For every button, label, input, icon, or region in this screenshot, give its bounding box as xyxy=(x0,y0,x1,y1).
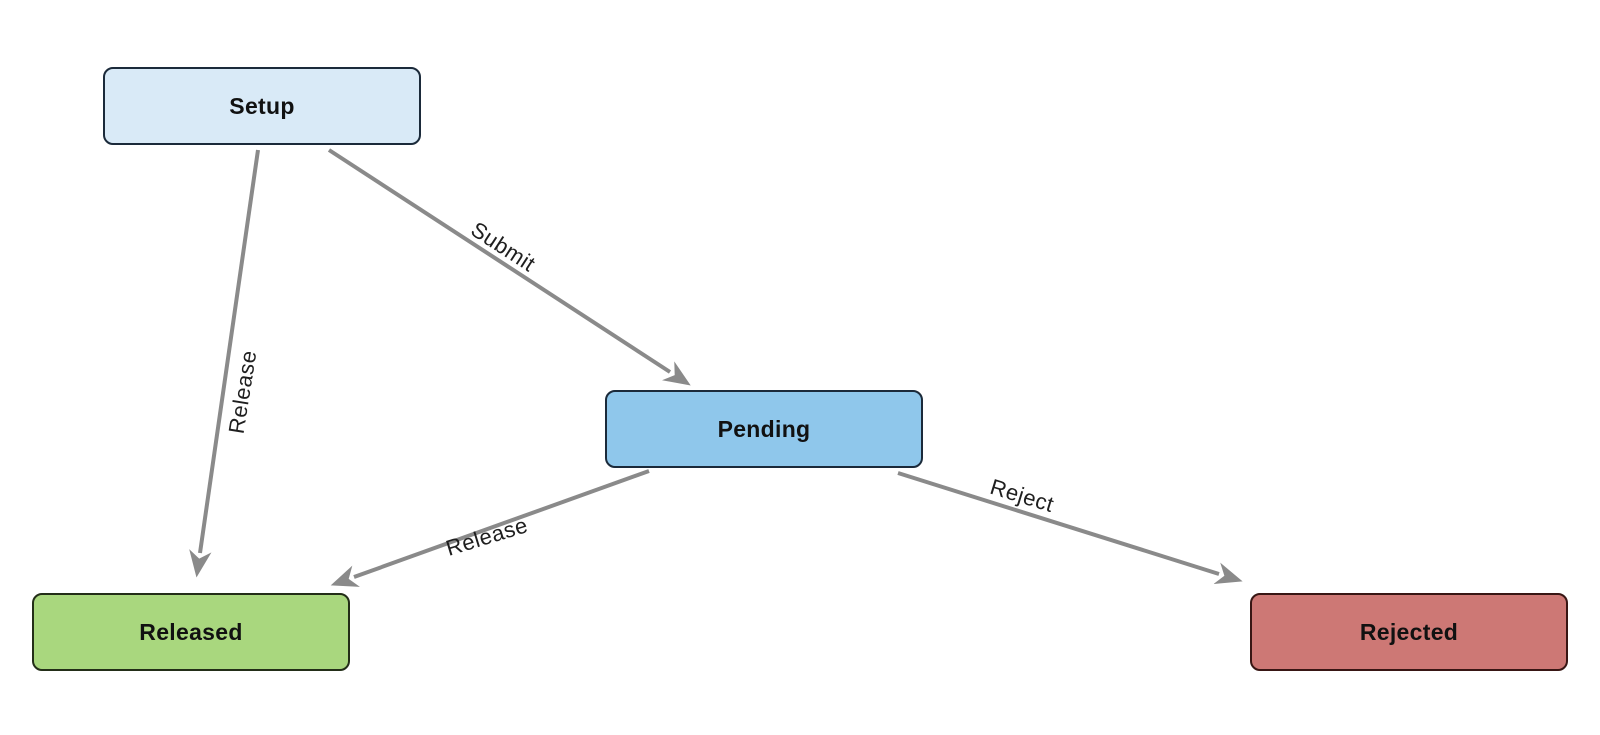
edge-pending-released-line xyxy=(330,469,650,587)
node-rejected-label: Rejected xyxy=(1359,618,1459,645)
node-released-label: Released xyxy=(139,618,243,645)
node-setup-label: Setup xyxy=(229,92,295,119)
node-pending: Pending xyxy=(605,390,923,468)
edge-setup-pending-line xyxy=(327,148,691,386)
edge-setup-released-line xyxy=(189,149,260,578)
node-released: Released xyxy=(32,593,350,671)
node-setup: Setup xyxy=(103,67,421,145)
node-rejected: Rejected xyxy=(1250,593,1568,671)
node-pending-label: Pending xyxy=(717,415,811,442)
edge-pending-rejected-line xyxy=(897,471,1243,585)
